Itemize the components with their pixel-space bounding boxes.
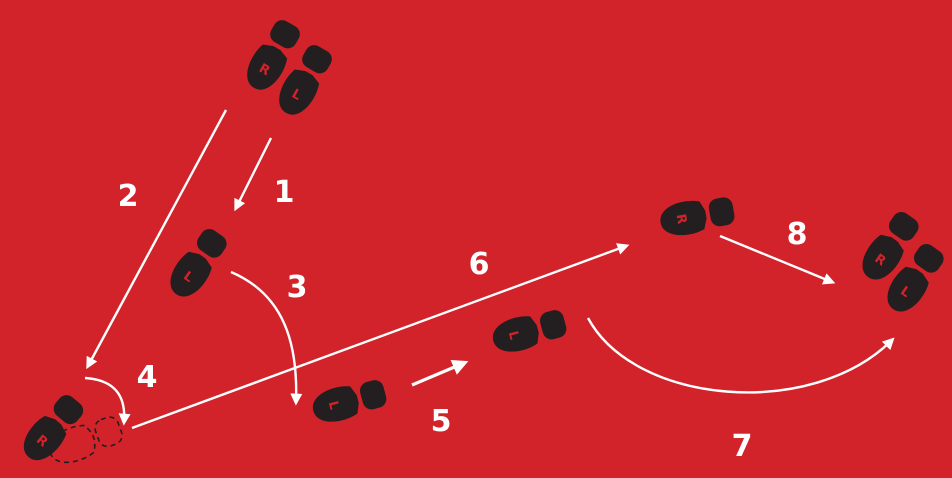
step-label-7: 7: [732, 429, 753, 464]
step-label-2: 2: [118, 179, 139, 214]
step-label-1: 1: [274, 175, 295, 210]
arrow-step-5: [412, 363, 464, 385]
footprint-icon: L: [489, 306, 569, 357]
footprint-icon: L: [309, 376, 389, 427]
arrow-step-7: [588, 318, 892, 392]
arrow-step-8: [720, 236, 832, 282]
step-label-8: 8: [787, 217, 808, 252]
step-label-3: 3: [287, 270, 308, 305]
footprint-icon: L: [163, 224, 233, 304]
step-label-6: 6: [469, 247, 490, 282]
step-label-4: 4: [137, 360, 158, 395]
step-label-5: 5: [431, 404, 452, 439]
arrow-step-4: [85, 378, 124, 422]
footprint-icon: R: [658, 193, 737, 239]
arrow-step-1: [236, 138, 271, 208]
